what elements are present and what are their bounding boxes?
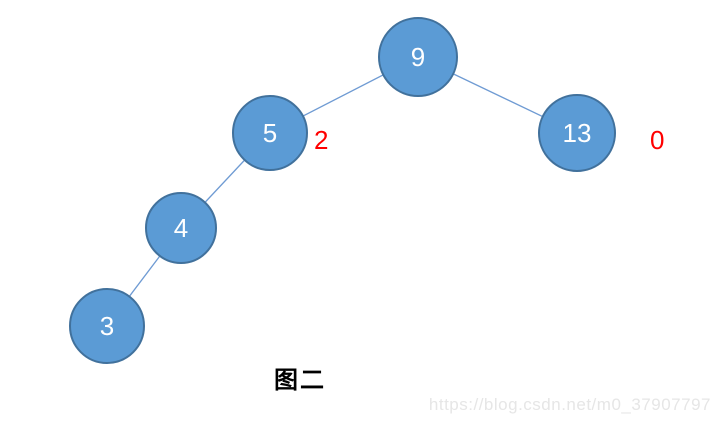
- node-label: 9: [410, 42, 426, 72]
- tree-node-9: 9: [378, 17, 458, 97]
- tree-node-4: 4: [145, 192, 217, 264]
- node-label: 13: [562, 118, 592, 148]
- watermark: https://blog.csdn.net/m0_37907797: [428, 395, 711, 414]
- tree-node-5: 5: [232, 95, 308, 171]
- figure-caption: 图二: [274, 367, 326, 394]
- node-label: 5: [262, 118, 278, 148]
- annotation-node-13: 0: [650, 125, 665, 155]
- node-label: 4: [173, 213, 189, 243]
- tree-node-3: 3: [69, 288, 145, 364]
- tree-node-13: 13: [538, 94, 616, 172]
- annotation-node-5: 2: [314, 125, 329, 155]
- node-label: 3: [99, 311, 115, 341]
